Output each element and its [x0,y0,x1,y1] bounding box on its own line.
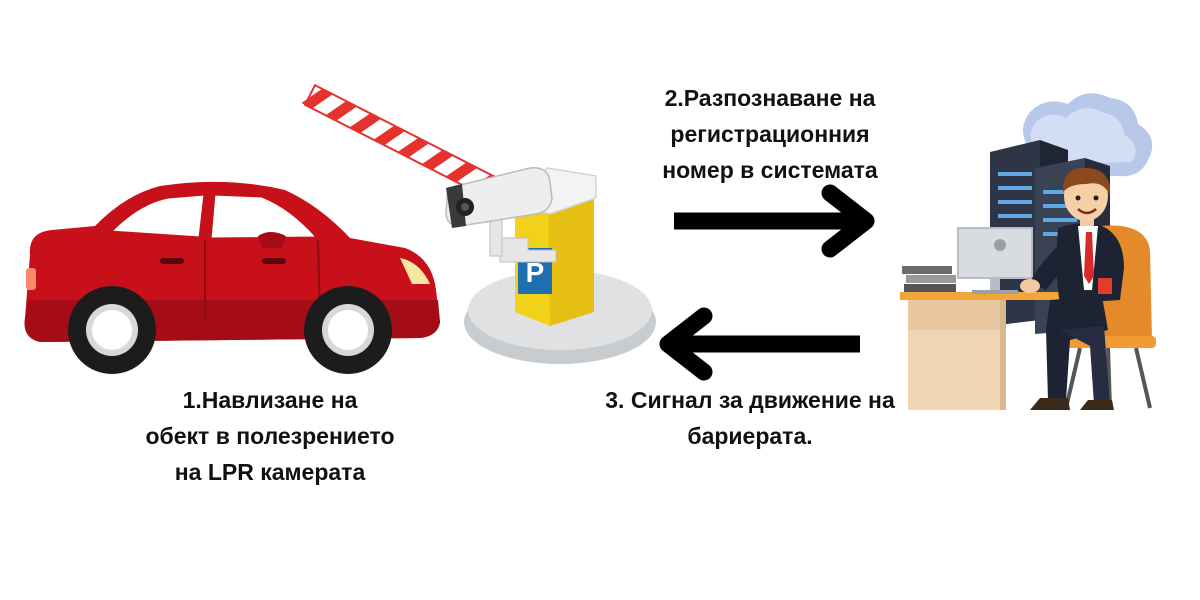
parking-sign-text: P [526,257,545,288]
books-icon [902,266,956,292]
man-icon [1020,167,1124,410]
step-2-caption: 2.Разпознаване на регистрационния номер … [662,85,878,183]
desk-icon [900,292,1070,410]
car-icon [24,181,440,374]
lpr-camera-icon [445,167,557,263]
parking-barrier-icon: P [301,83,656,364]
operator-workstation-icon [900,93,1156,410]
step-1-caption: 1.Навлизане на обект в полезрението на L… [145,387,395,485]
arrow-left-icon [659,307,860,381]
monitor-icon [957,227,1033,294]
step-3-caption: 3. Сигнал за движение на бариерата. [605,387,895,449]
arrow-right-icon [674,184,875,258]
